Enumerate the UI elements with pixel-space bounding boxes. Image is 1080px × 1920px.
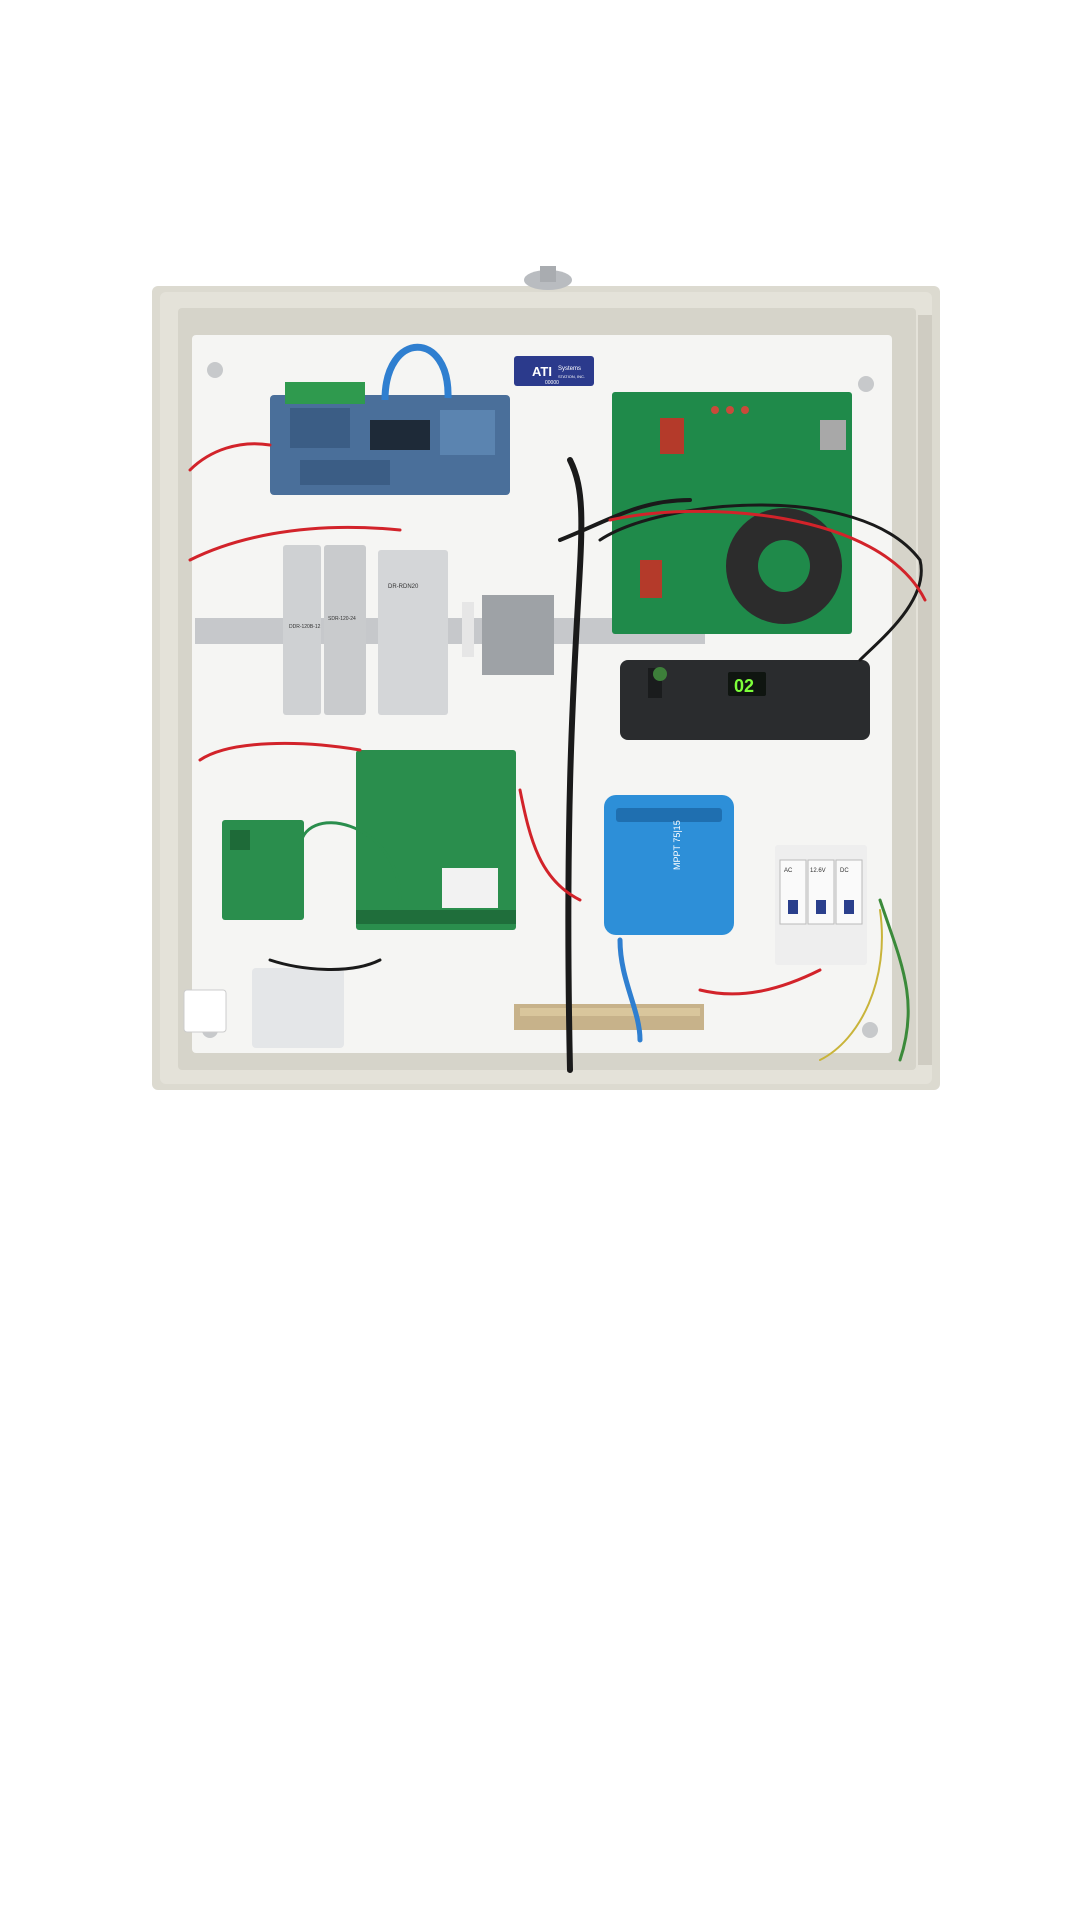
charge-controller-label: MPPT 75|15 — [672, 820, 682, 870]
circuit-breakers: AC 12.6V DC — [775, 845, 867, 965]
transformer — [252, 968, 344, 1048]
ethernet-cable — [381, 343, 452, 401]
radio-display: 02 — [734, 676, 754, 696]
nameplate-brand: ATI — [532, 364, 552, 379]
psu-middle-label: SDR-120-24 — [328, 616, 356, 622]
terminal-blocks — [462, 595, 554, 675]
io-board — [356, 750, 516, 930]
controller-board — [270, 382, 510, 495]
psu-right: DR-RDN20 — [378, 550, 448, 715]
wiring — [188, 442, 927, 1073]
outlet-box — [183, 989, 227, 1033]
nameplate-serial: 00000 — [545, 380, 559, 386]
psu-middle: SDR-120-24 — [324, 545, 366, 715]
nameplate: ATI Systems STATION, INC. 00000 — [514, 356, 594, 386]
breaker-label-3: DC — [840, 868, 849, 874]
relay-board — [222, 820, 304, 920]
psu-right-label: DR-RDN20 — [388, 584, 419, 590]
charge-controller: MPPT 75|15 — [604, 795, 734, 935]
breaker-label-2: 12.6V — [810, 868, 826, 874]
nameplate-line2: STATION, INC. — [558, 374, 585, 379]
psu-left-label: DDR-120B-12 — [289, 624, 321, 630]
breaker-label-1: AC — [784, 868, 793, 874]
radio: 02 — [620, 660, 870, 740]
nameplate-line1: Systems — [558, 366, 581, 372]
ground-bar — [514, 1004, 704, 1030]
psu-left: DDR-120B-12 — [283, 545, 321, 715]
